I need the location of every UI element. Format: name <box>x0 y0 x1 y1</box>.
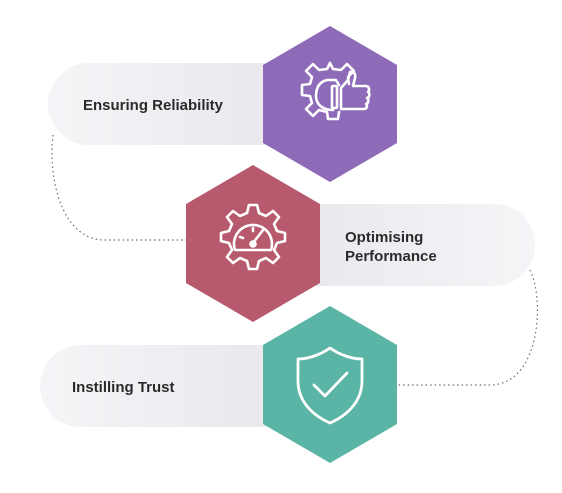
step-3-label: Instilling Trust <box>72 379 175 396</box>
step-3-pill <box>40 345 315 427</box>
connector-lines <box>51 134 539 386</box>
step-2-label: Optimising Performance <box>345 229 437 265</box>
step-1-label: Ensuring Reliability <box>83 97 224 114</box>
step-1-pill <box>48 63 318 145</box>
connector-1-2 <box>51 134 190 241</box>
gear-speedometer-icon <box>219 203 287 271</box>
step-3-hexagon <box>263 306 397 463</box>
step-1-hexagon <box>263 26 397 182</box>
shield-check-icon <box>296 346 364 425</box>
step-2: Optimising Performance <box>186 165 535 322</box>
step-3: Instilling Trust <box>40 306 397 463</box>
connector-2-3 <box>395 269 539 386</box>
gear-thumbs-up-icon <box>300 61 371 121</box>
step-1: Ensuring Reliability <box>48 26 397 182</box>
